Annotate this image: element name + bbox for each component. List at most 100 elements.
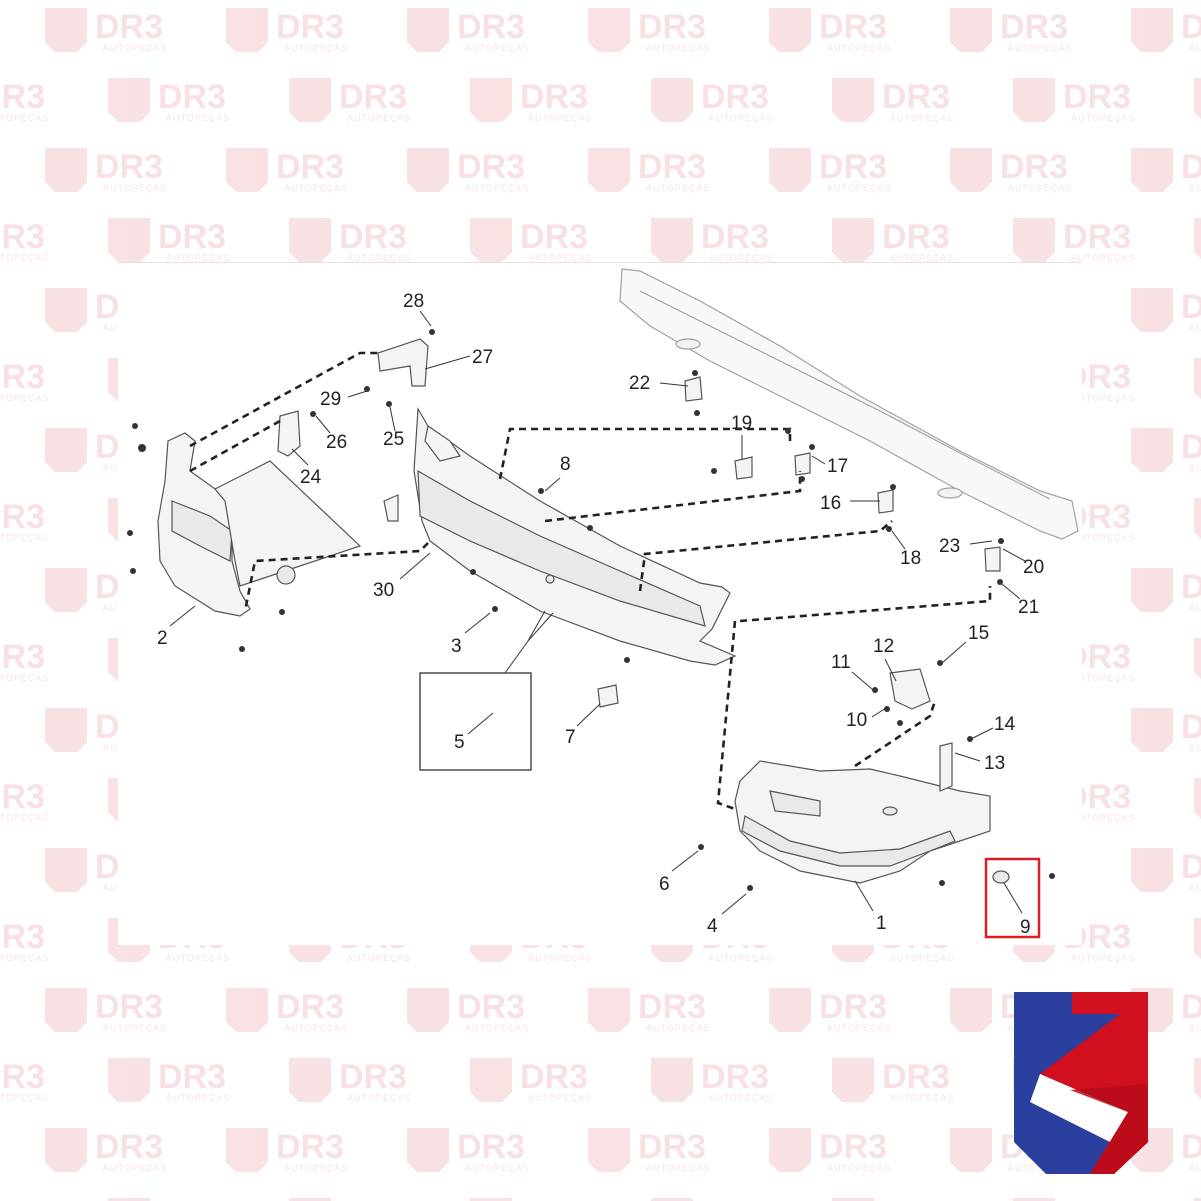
watermark-brand: DR3 [0,638,45,676]
callout-20: 20 [1023,557,1044,578]
highlight-box-part-9 [984,857,1041,939]
watermark-brand: DR3 [276,148,344,186]
watermark-brand: DR3 [882,78,950,116]
watermark-shield-icon [950,988,992,1032]
watermark-brand: DR3 [0,1058,45,1096]
watermark-tagline: AUTOPEÇAS [284,183,348,193]
watermark-tagline: AUTOPEÇAS [0,673,49,683]
watermark-brand: DR3 [158,1198,226,1201]
watermark-tagline: AUTOPEÇAS [103,1163,167,1173]
callout-8: 8 [560,454,571,475]
watermark-shield-icon [1131,288,1173,332]
watermark-brand: DR3 [638,148,706,186]
watermark-shield-icon [226,1128,268,1172]
watermark-tagline: AUTOPEÇAS [166,253,230,263]
watermark-tagline: AUTOPEÇAS [827,1023,891,1033]
watermark-shield-icon [45,848,87,892]
watermark-tagline: AUTOPEÇAS [284,1023,348,1033]
watermark-shield-icon [1013,1198,1055,1201]
watermark-brand: DR3 [520,218,588,256]
watermark-tagline: AUTOPEÇAS [890,253,954,263]
watermark-shield-icon [108,1058,150,1102]
callout-28: 28 [403,291,424,312]
watermark-tagline: AUTOPEÇAS [1071,953,1135,963]
callout-12: 12 [873,636,894,657]
callout-2: 2 [157,628,168,649]
watermark-brand: DR3 [1063,78,1131,116]
watermark-tagline: AUTOPEÇAS [1071,113,1135,123]
watermark-tagline: AUTOPEÇAS [1189,743,1201,753]
watermark-shield-icon [1194,1058,1201,1099]
watermark-shield-icon [950,8,992,52]
watermark-brand: DR3 [882,1058,950,1096]
watermark-brand: DR3 [158,1058,226,1096]
watermark-shield-icon [1194,358,1201,399]
watermark-brand: DR3 [638,988,706,1026]
watermark-brand: DR3 [0,778,45,816]
watermark-brand: DR3 [638,8,706,46]
watermark-tagline: AUTOPEÇAS [1189,463,1201,473]
watermark-shield-icon [1194,918,1201,959]
watermark-tagline: AUTOPEÇAS [1189,1163,1201,1173]
watermark-tagline: AUTOPEÇAS [347,1093,411,1103]
watermark-shield-icon [1194,778,1201,819]
callout-7: 7 [565,727,576,748]
callout-10: 10 [846,710,867,731]
watermark-brand: DR3 [701,218,769,256]
watermark-tagline: AUTOPEÇAS [1189,183,1201,193]
watermark-tagline: AUTOPEÇAS [465,1023,529,1033]
assembly-guide-lines [189,351,992,811]
watermark-brand: DR3 [1181,288,1201,326]
watermark-shield-icon [651,1058,693,1102]
detail-inset-box [419,672,532,771]
left-end-cap [157,432,362,617]
watermark-shield-icon [832,1198,874,1201]
watermark-shield-icon [289,218,331,262]
watermark-brand: DR3 [457,8,525,46]
watermark-tagline: AUTOPEÇAS [103,1023,167,1033]
watermark-brand: DR3 [0,1198,45,1201]
watermark-tagline: AUTOPEÇAS [347,253,411,263]
watermark-shield-icon [832,78,874,122]
watermark-shield-icon [588,148,630,192]
watermark-tagline: AUTOPEÇAS [1189,43,1201,53]
callout-25: 25 [383,429,404,450]
watermark-tagline: AUTOPEÇAS [709,1093,773,1103]
watermark-tagline: AUTOPEÇAS [528,1093,592,1103]
watermark-shield-icon [407,988,449,1032]
watermark-tagline: AUTOPEÇAS [1071,673,1135,683]
watermark-tagline: AUTOPEÇAS [1071,393,1135,403]
watermark-shield-icon [588,988,630,1032]
callout-23: 23 [939,536,960,557]
watermark-brand: DR3 [457,148,525,186]
watermark-brand: DR3 [819,8,887,46]
watermark-shield-icon [108,218,150,262]
watermark-tagline: AUTOPEÇAS [709,253,773,263]
callout-29: 29 [320,389,341,410]
